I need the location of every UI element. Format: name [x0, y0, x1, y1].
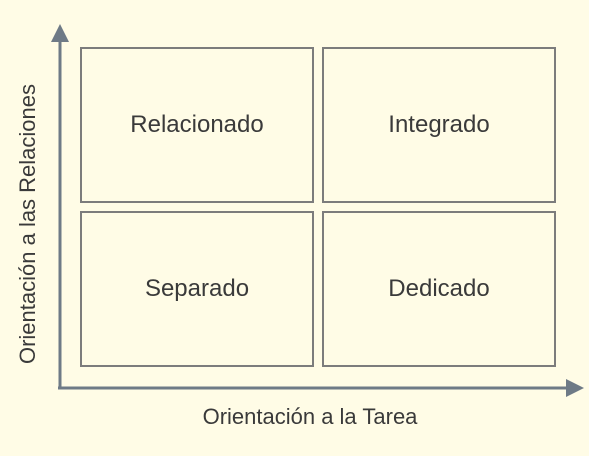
- quadrant-integrado: Integrado: [322, 47, 556, 203]
- quadrant-label: Separado: [144, 275, 250, 302]
- x-axis-arrow: [566, 379, 584, 397]
- y-axis-arrow: [51, 24, 69, 42]
- y-axis-label: Orientación a las Relaciones: [15, 83, 40, 365]
- quadrant-dedicado: Dedicado: [322, 211, 556, 367]
- quadrant-label: Integrado: [388, 111, 490, 138]
- x-axis-label: Orientación a la Tarea: [202, 404, 418, 429]
- quadrant-label: Relacionado: [130, 111, 264, 138]
- quadrant-relacionado: Relacionado: [80, 47, 314, 203]
- quadrant-label: Dedicado: [388, 275, 490, 302]
- quadrant-separado: Separado: [80, 211, 314, 367]
